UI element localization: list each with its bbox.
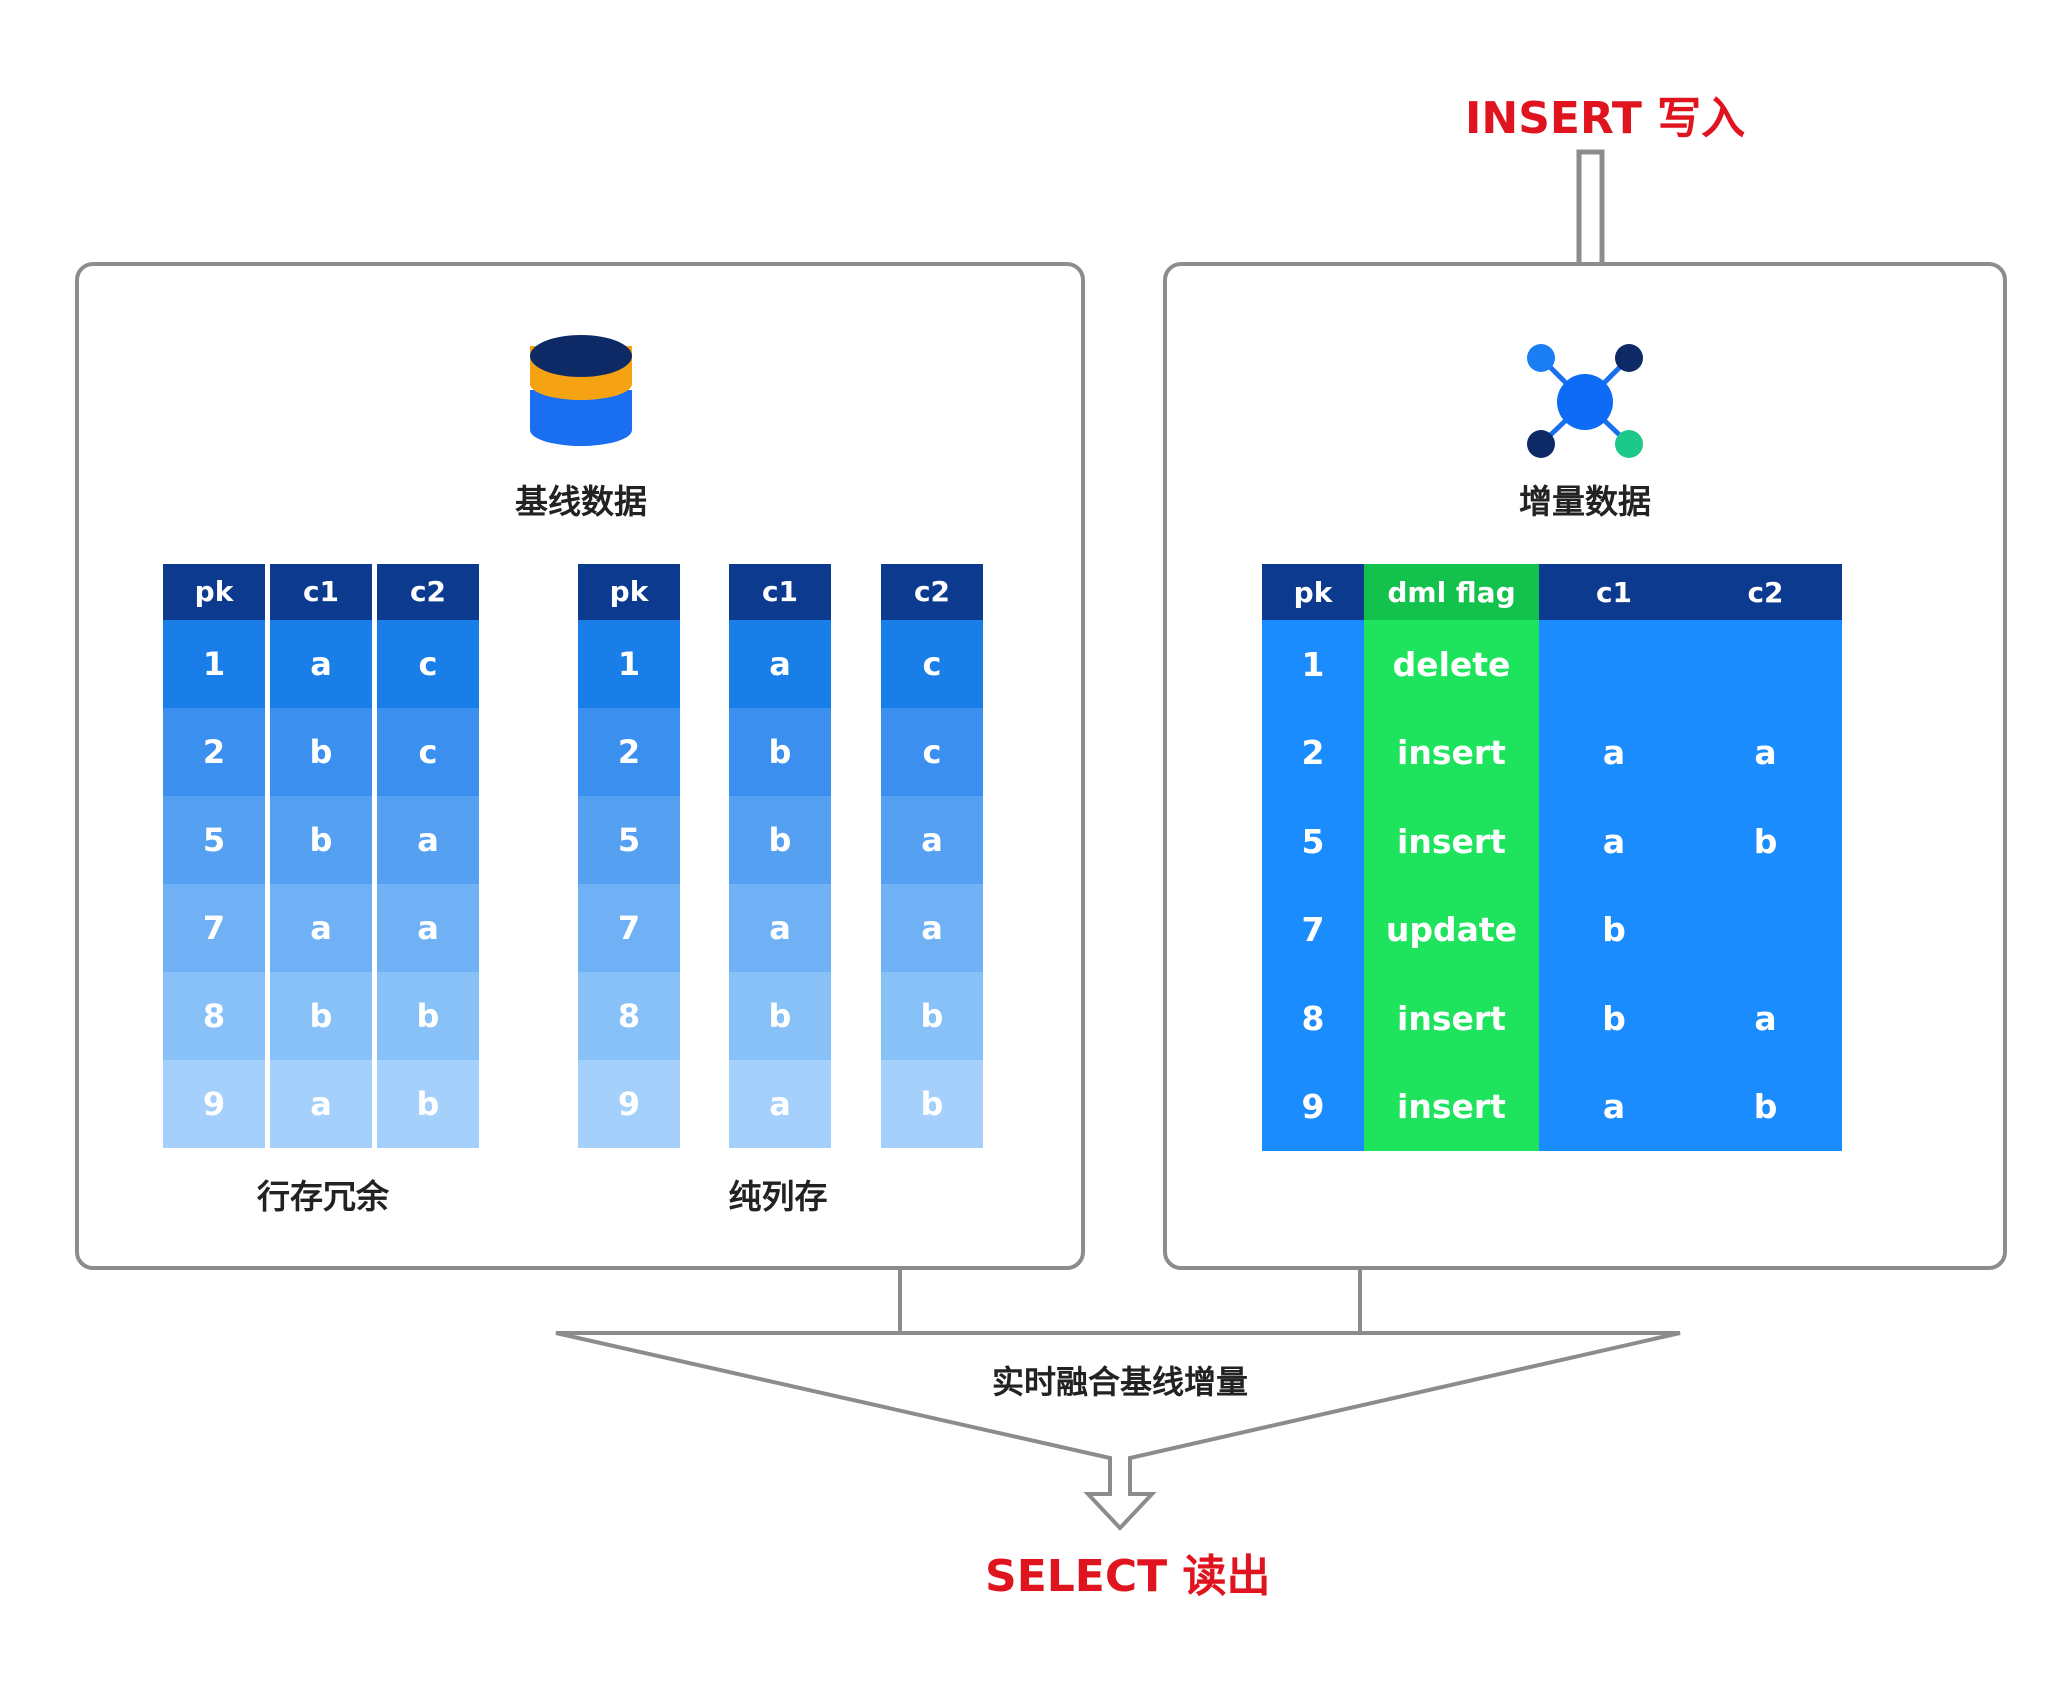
cell: a — [729, 620, 831, 708]
cell: 7 — [578, 884, 680, 972]
cell: 9 — [163, 1060, 265, 1148]
column-store-c1-column: c1 a b b a b a — [729, 564, 831, 1148]
column-store-pk-column: pk 1 2 5 7 8 9 — [578, 564, 680, 1148]
cell: b — [377, 1060, 479, 1148]
cell: 1 — [163, 620, 265, 708]
cell: 5 — [578, 796, 680, 884]
cell: b — [270, 796, 372, 884]
cell: c — [377, 620, 479, 708]
select-label: SELECT 读出 — [985, 1551, 1271, 1602]
cell: b — [729, 972, 831, 1060]
incremental-title: 增量数据 — [1519, 482, 1651, 521]
pure-column-caption: 纯列存 — [728, 1177, 828, 1216]
row-store-c2-column: c2 c c a a b b — [377, 564, 479, 1148]
column-store-c2-column: c2 c c a a b b — [881, 564, 983, 1148]
insert-label: INSERT 写入 — [1465, 93, 1746, 144]
cell: a — [270, 884, 372, 972]
cell: 1 — [578, 620, 680, 708]
baseline-title: 基线数据 — [515, 482, 647, 521]
cell: a — [270, 620, 372, 708]
table-header-row: pk dml flag c1 c2 — [1262, 564, 1842, 620]
cell: 2 — [578, 708, 680, 796]
cell: a — [729, 1060, 831, 1148]
cell: a — [377, 796, 479, 884]
row-redundant-caption: 行存冗余 — [257, 1177, 389, 1216]
cell: a — [377, 884, 479, 972]
cell: c — [881, 620, 983, 708]
merge-label: 实时融合基线增量 — [991, 1363, 1248, 1401]
cell: 8 — [163, 972, 265, 1060]
row-store-pk-column: pk 1 2 5 7 8 9 — [163, 564, 265, 1148]
cell: b — [729, 796, 831, 884]
cell: 7 — [163, 884, 265, 972]
cell: a — [881, 796, 983, 884]
cell: b — [377, 972, 479, 1060]
cell: b — [270, 708, 372, 796]
cell: b — [881, 972, 983, 1060]
cell: c — [881, 708, 983, 796]
cell: c — [377, 708, 479, 796]
cell: 8 — [578, 972, 680, 1060]
merge-funnel — [555, 1331, 1681, 1531]
cell: 2 — [163, 708, 265, 796]
row-store-c1-column: c1 a b b a b a — [270, 564, 372, 1148]
cell: 9 — [578, 1060, 680, 1148]
cell: b — [881, 1060, 983, 1148]
cell: b — [729, 708, 831, 796]
cell: a — [881, 884, 983, 972]
cell: b — [270, 972, 372, 1060]
cell: 5 — [163, 796, 265, 884]
cell: a — [270, 1060, 372, 1148]
cell: a — [729, 884, 831, 972]
